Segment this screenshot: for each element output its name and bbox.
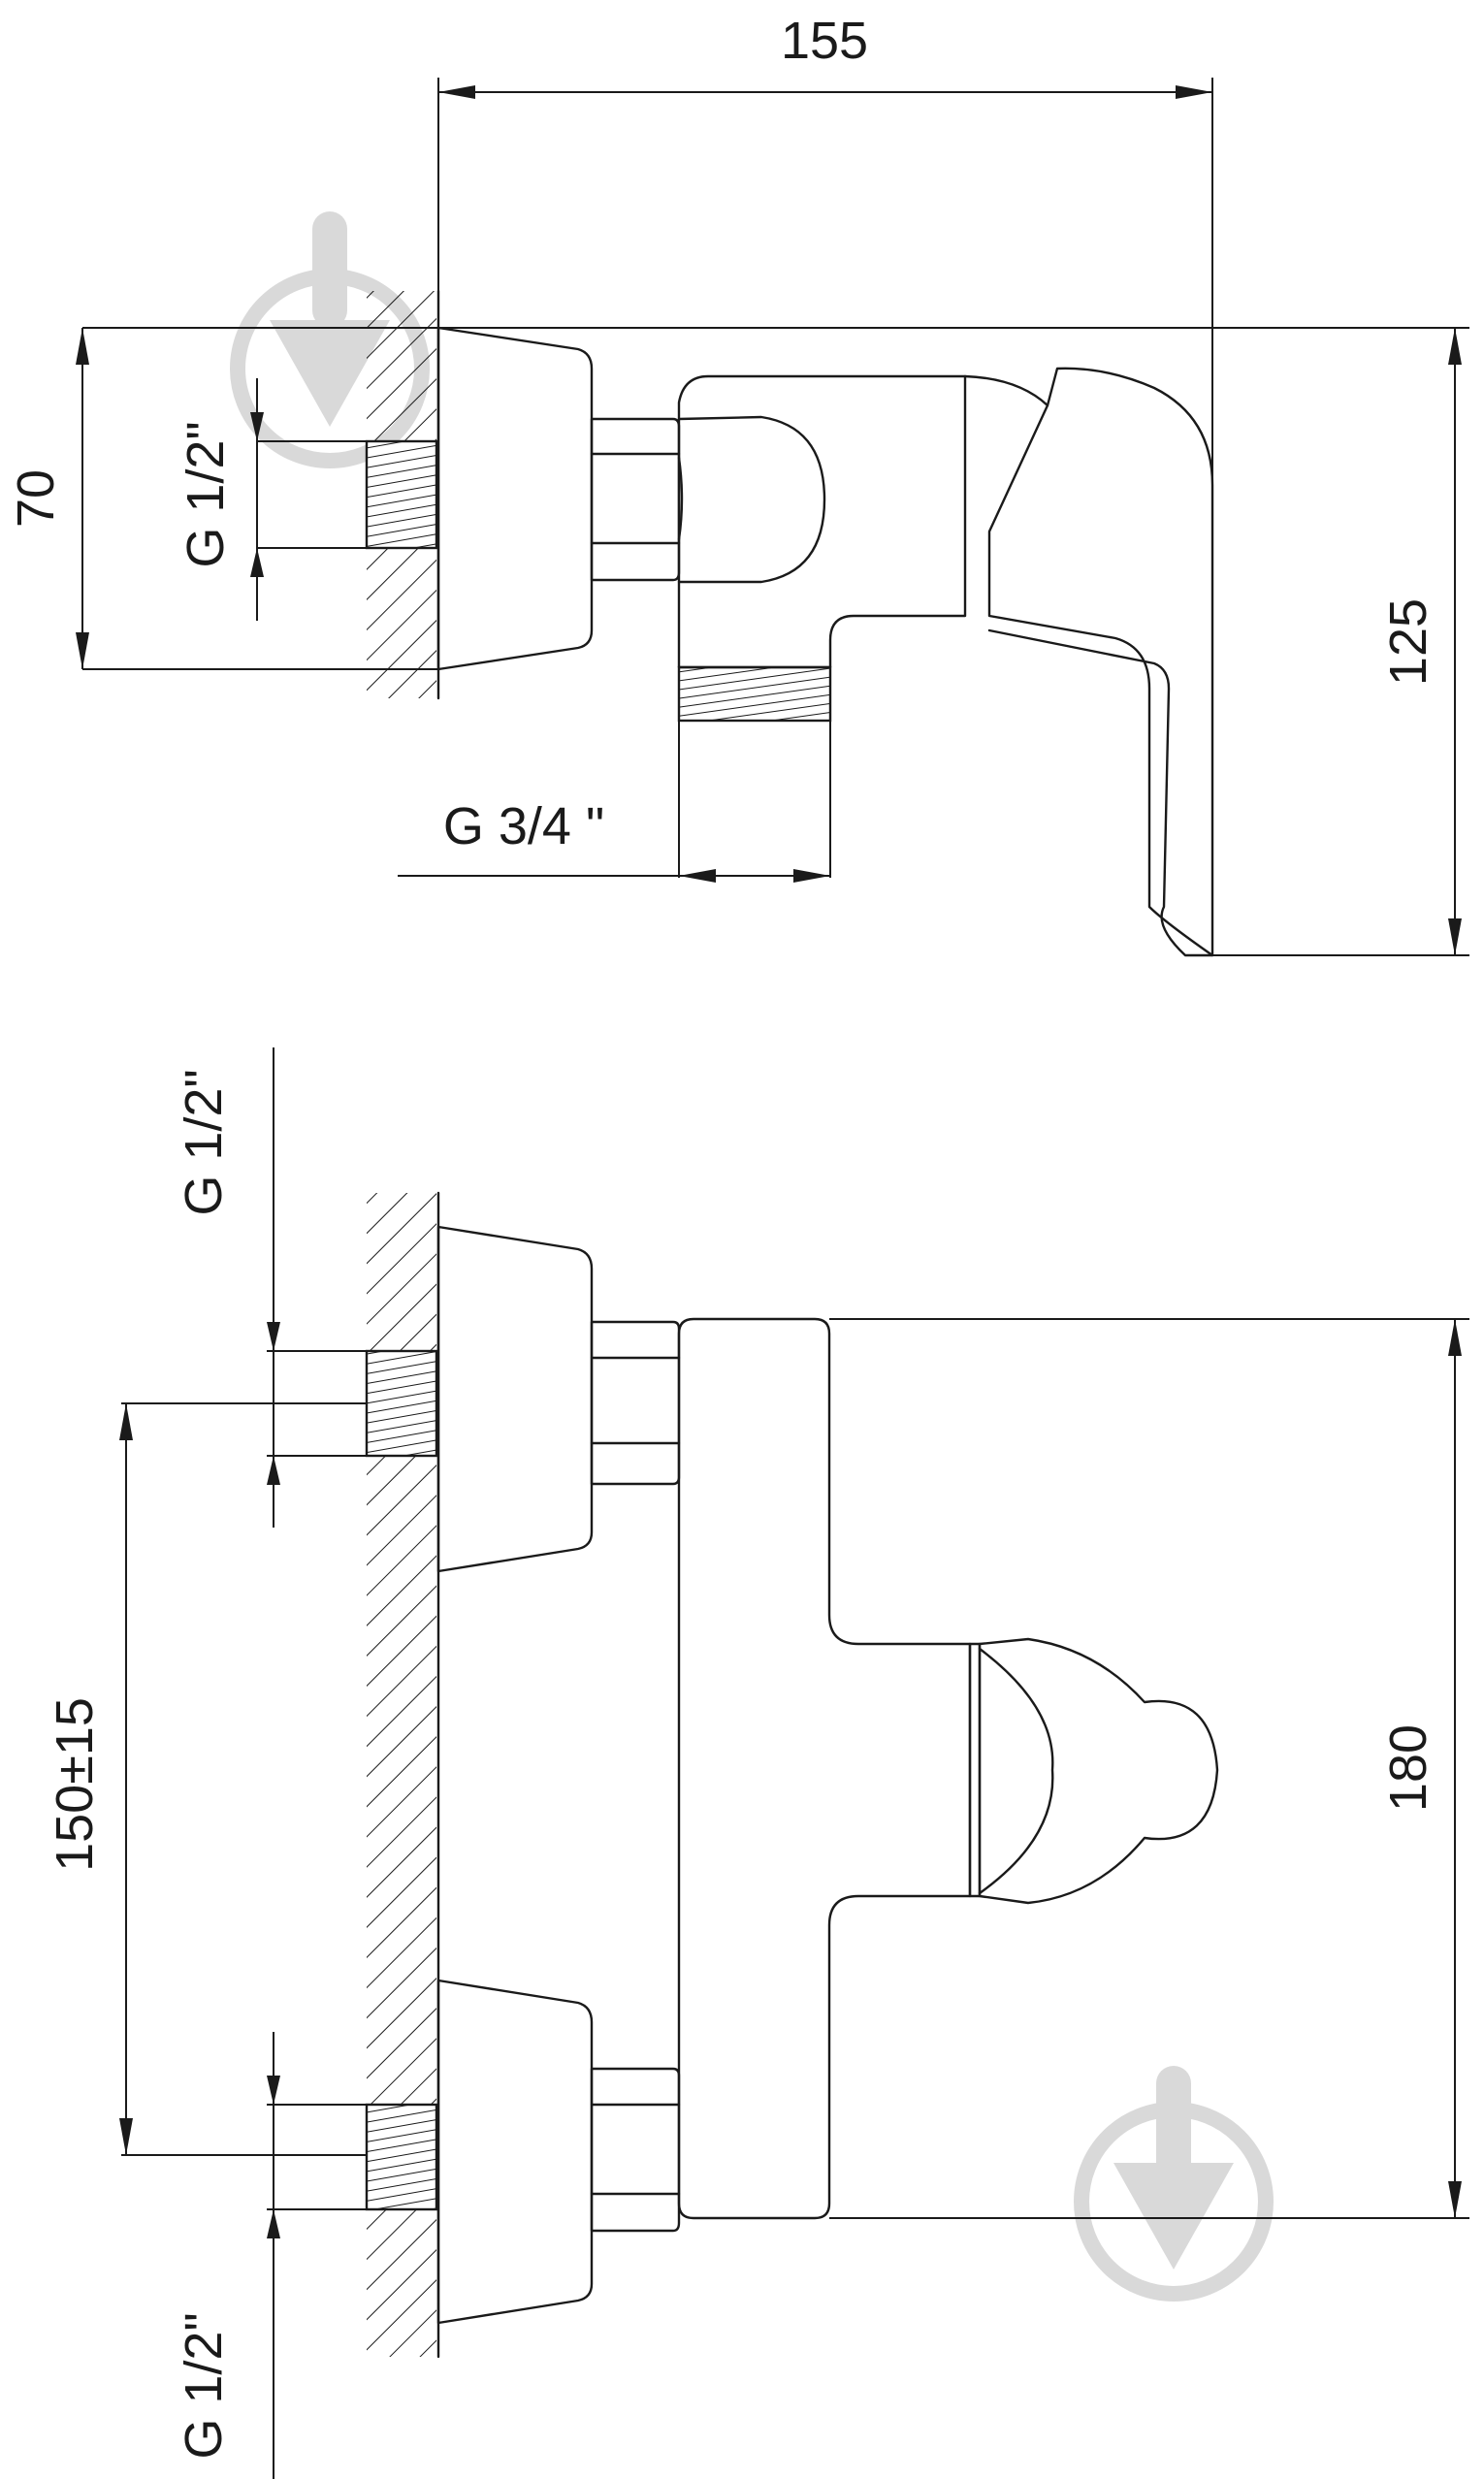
upper-escutcheon — [436, 1225, 594, 1573]
upper-inlet-thread — [365, 1349, 438, 1458]
cartridge-housing — [968, 1642, 982, 1898]
inlet-thread-top — [365, 439, 438, 550]
width-dimension-label: 155 — [781, 12, 868, 70]
upper-inlet-label: G 1/2" — [175, 1069, 233, 1215]
height-dimension-label-top: 125 — [1379, 598, 1437, 686]
spacing-dimension-label: 150±15 — [46, 1697, 104, 1872]
cartridge-dome-top — [677, 415, 826, 584]
mixer-body-top — [677, 374, 967, 669]
lower-escutcheon — [436, 1979, 594, 2325]
connecting-rail — [677, 1317, 972, 2220]
lower-inlet-label: G 1/2" — [175, 2312, 233, 2459]
cartridge-knob — [978, 1637, 1219, 1905]
outlet-thread-top — [677, 665, 832, 723]
front-view: 180 150±15 G 1/2" G 1/2" — [46, 1047, 1469, 2479]
lower-hex-nut — [590, 2067, 681, 2233]
hex-nut-top — [590, 417, 681, 582]
escutcheon-top — [436, 326, 594, 671]
watermark-logo-bottom — [1074, 2066, 1274, 2302]
top-view: 155 125 70 G 1/2" G 3/4 " — [7, 12, 1469, 957]
depth-dimension-label: 70 — [7, 469, 65, 528]
lever-handle-top — [963, 374, 1214, 957]
upper-hex-nut — [590, 1320, 681, 1486]
height-dimension-label-front: 180 — [1379, 1724, 1437, 1812]
inlet-thread-label-top: G 1/2" — [177, 421, 235, 567]
lower-inlet-thread — [365, 2103, 438, 2211]
outlet-thread-label: G 3/4 " — [443, 797, 604, 855]
